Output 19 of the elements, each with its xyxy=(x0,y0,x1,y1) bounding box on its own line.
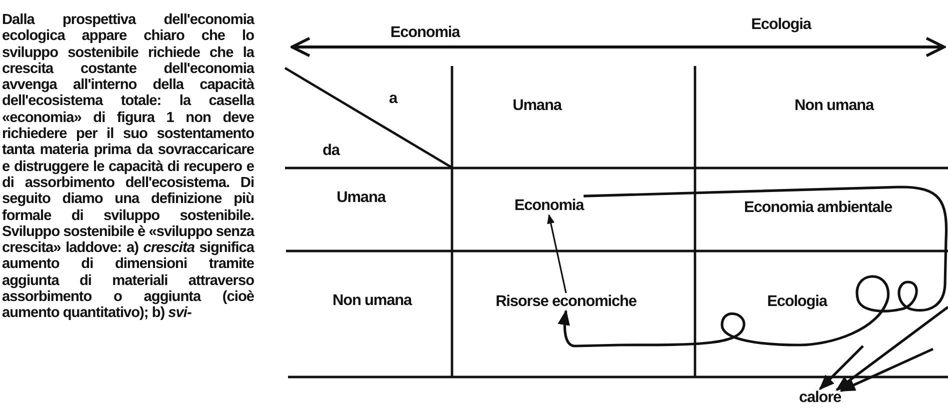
arrow xyxy=(547,214,567,294)
header-text: da xyxy=(322,142,340,160)
axis-label: Economia xyxy=(390,24,460,42)
row-header: Non umana xyxy=(332,292,412,310)
output-label: calore xyxy=(798,389,842,407)
cell-text: Economia xyxy=(514,197,584,215)
header-text: a xyxy=(388,90,398,108)
row-header: Umana xyxy=(336,189,386,207)
arrow xyxy=(818,345,864,390)
arrow xyxy=(840,348,934,392)
axis-label: Ecologia xyxy=(751,16,811,34)
arrow xyxy=(836,306,948,391)
arrow xyxy=(558,186,948,348)
cell-text: Ecologia xyxy=(767,293,827,311)
cell-text: Economia ambientale xyxy=(744,199,892,217)
cell-text: Risorse economiche xyxy=(496,293,636,311)
column-header: Umana xyxy=(512,97,562,115)
column-header: Non umana xyxy=(794,97,874,115)
body-paragraph: Dalla prospettiva dell'economia ecologica appare chiaro che lo sviluppo sostenibile richiede che la crescita costante dell'economia avvenga all'interno della capacità dell'ecosistema totale: la casella «economia» di figura 1 non deve richiedere per il suo sostentamento tanta materia prima da sovraccaricare e distruggere le capacità di recupero e di assorbimento dell'ecosistema. Di seguito diamo una definizione più formale di sviluppo sostenibile. Sviluppo sostenibile è «sviluppo senza crescita» laddove: a) crescita significa aumento di dimensioni tramite aggiunta di materiali attraverso assorbimento o aggiunta (cioè aumento quantitativo); b) svi- xyxy=(2,12,254,322)
